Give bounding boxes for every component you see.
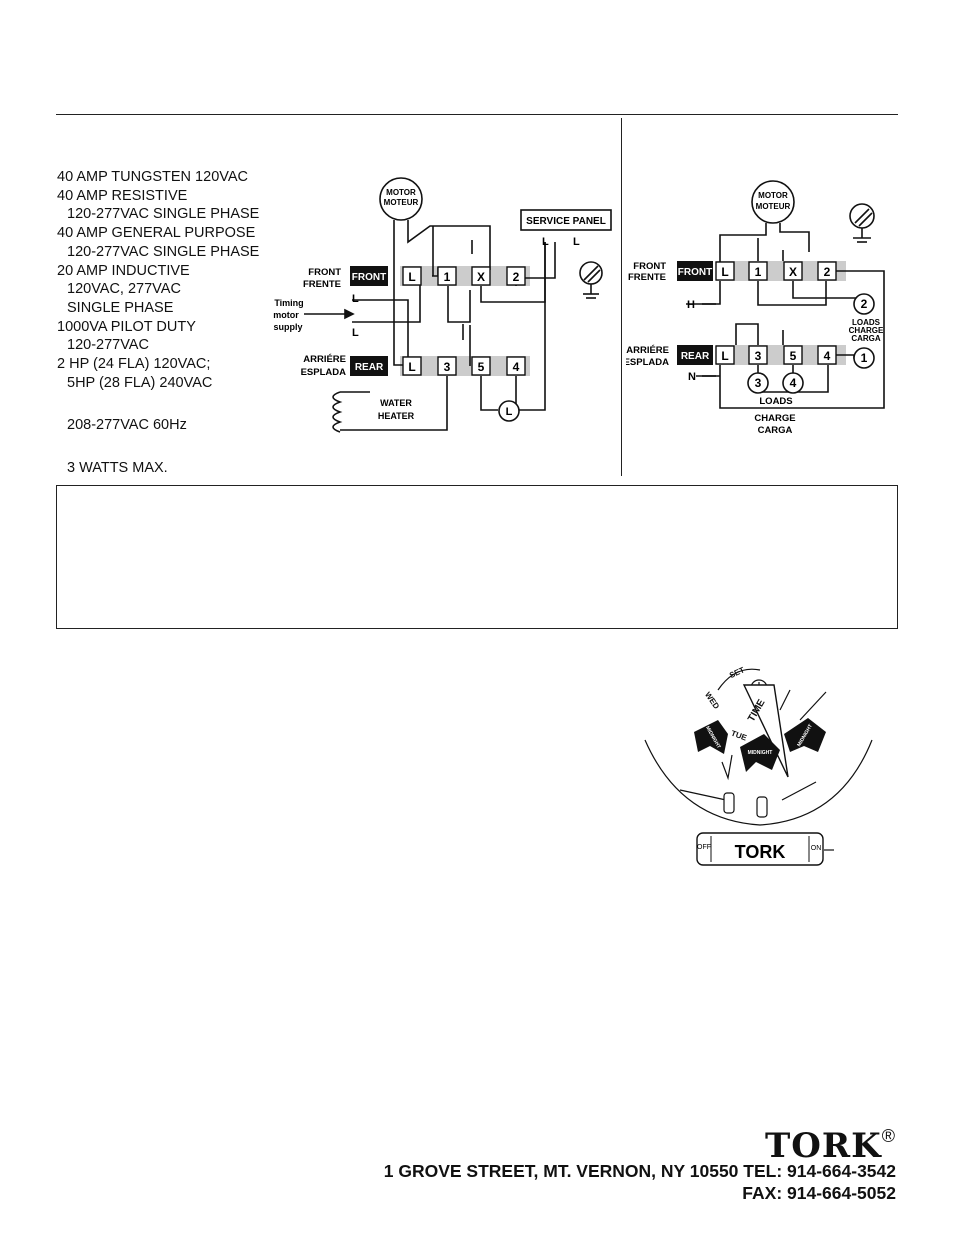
top-rule — [56, 114, 898, 115]
heater-label: HEATER — [378, 411, 415, 421]
watts-rating: 3 WATTS MAX. — [67, 460, 168, 477]
panel-L-1: L — [542, 236, 549, 248]
motor-label: MOTOR — [758, 191, 788, 200]
terminal-X: X — [789, 265, 797, 279]
rating-line: 40 AMP GENERAL PURPOSE — [57, 225, 256, 242]
load-circle-1: 1 — [861, 351, 868, 365]
rear-tag: REAR — [681, 351, 710, 362]
wiring-diagram-water-heater: FRONT REAR L 1 X 2 L 3 5 4 L MOTOR MOTEU… — [273, 177, 612, 433]
terminal-3: 3 — [444, 360, 451, 374]
tue-label: TUE — [730, 729, 749, 743]
motor-label: MOTOR — [386, 188, 416, 197]
loads-small-1: LOADS — [852, 318, 881, 327]
terminal-5: 5 — [790, 349, 797, 363]
note-box — [56, 485, 898, 629]
wed-label: WED — [703, 690, 721, 711]
off-label: OFF — [697, 844, 711, 851]
esplada-label: ESPLADA — [626, 357, 669, 368]
terminal-2: 2 — [824, 265, 831, 279]
ratings-list: 40 AMP TUNGSTEN 120VAC 40 AMP RESISTIVE 12… — [57, 168, 259, 478]
load-circle-3: 3 — [755, 376, 762, 390]
frente-label: FRENTE — [628, 272, 666, 283]
registered-mark: ® — [881, 1126, 896, 1146]
lamp-label: L — [506, 406, 513, 418]
rating-line: 1000VA PILOT DUTY — [57, 318, 196, 335]
arriere-label: ARRIÉRE — [303, 354, 346, 365]
terminal-4: 4 — [824, 349, 831, 363]
on-label: ON — [811, 845, 822, 852]
water-label: WATER — [380, 398, 412, 408]
line-label-2: L — [352, 327, 359, 339]
line-label-1: L — [352, 293, 359, 305]
terminal-3: 3 — [755, 349, 762, 363]
rating-line: 120VAC, 277VAC — [67, 281, 181, 298]
switch-logo: TORK — [735, 842, 786, 862]
carga-label: CARGA — [758, 425, 793, 436]
front-label: FRONT — [308, 267, 341, 278]
timing-label-3: supply — [273, 322, 302, 332]
front-tag: FRONT — [678, 267, 712, 278]
rating-line: SINGLE PHASE — [67, 299, 174, 316]
terminal-4: 4 — [513, 360, 520, 374]
brand-logo: TORK® — [765, 1126, 896, 1166]
address-line: 1 GROVE STREET, MT. VERNON, NY 10550 TEL… — [383, 1161, 896, 1181]
brand-name: TORK — [765, 1126, 882, 1166]
rating-line: 20 AMP INDUCTIVE — [57, 262, 190, 279]
esplada-label: ESPLADA — [301, 367, 347, 378]
panel-L-2: L — [573, 236, 580, 248]
terminal-2: 2 — [513, 270, 520, 284]
motor-label-es: MOTEUR — [384, 198, 419, 207]
service-panel-label: SERVICE PANEL — [526, 216, 606, 227]
rating-line: 5HP (28 FLA) 240VAC — [67, 374, 213, 391]
terminal-5: 5 — [478, 360, 485, 374]
terminal-1: 1 — [755, 265, 762, 279]
rating-line: 40 AMP RESISTIVE — [57, 187, 188, 204]
terminal-1: 1 — [444, 270, 451, 284]
set-label: SET — [728, 665, 746, 680]
timing-label-1: Timing — [274, 298, 303, 308]
terminal-L-rear: L — [721, 349, 728, 363]
loads-small-3: CARGA — [851, 334, 881, 343]
terminal-L-front: L — [408, 270, 415, 284]
charge-label: CHARGE — [754, 413, 795, 424]
arriere-label: ARRIÉRE — [626, 345, 669, 356]
rating-line: 2 HP (24 FLA) 120VAC; — [57, 356, 211, 373]
fax-line: FAX: 914-664-5052 — [742, 1183, 896, 1203]
front-label: FRONT — [633, 261, 666, 272]
loads-label: LOADS — [759, 396, 792, 407]
timing-label-2: motor — [273, 310, 299, 320]
voltage-rating: 208-277VAC 60Hz — [67, 417, 187, 434]
rating-line: 120-277VAC — [67, 337, 149, 354]
frente-label: FRENTE — [303, 279, 341, 290]
load-circle-2: 2 — [861, 297, 868, 311]
terminal-L-rear: L — [408, 360, 415, 374]
loads-small-2: CHARGE — [849, 326, 884, 335]
hot-label: H — [687, 299, 695, 311]
company-address: 1 GROVE STREET, MT. VERNON, NY 10550 TEL… — [384, 1160, 896, 1204]
rating-line: 120-277VAC SINGLE PHASE — [67, 206, 260, 223]
neutral-label: N — [688, 371, 696, 383]
rating-line: 40 AMP TUNGSTEN 120VAC — [57, 169, 248, 185]
dial-illustration: SET TIME WED TUE MIDNIGHT MIDNIGHT MIDNI… — [644, 665, 873, 866]
rear-tag: REAR — [355, 362, 384, 373]
load-circle-4: 4 — [790, 376, 797, 390]
rating-line: 120-277VAC SINGLE PHASE — [67, 243, 260, 260]
front-tag: FRONT — [352, 272, 386, 283]
motor-label-es: MOTEUR — [756, 202, 791, 211]
midnight-label-2: MIDNIGHT — [748, 750, 773, 756]
column-divider — [621, 118, 622, 476]
terminal-X: X — [477, 270, 485, 284]
wiring-diagram-loads: FRONT REAR L 1 X 2 L 3 5 4 2 1 3 4 MOTOR… — [626, 180, 885, 436]
terminal-L-front: L — [721, 265, 728, 279]
